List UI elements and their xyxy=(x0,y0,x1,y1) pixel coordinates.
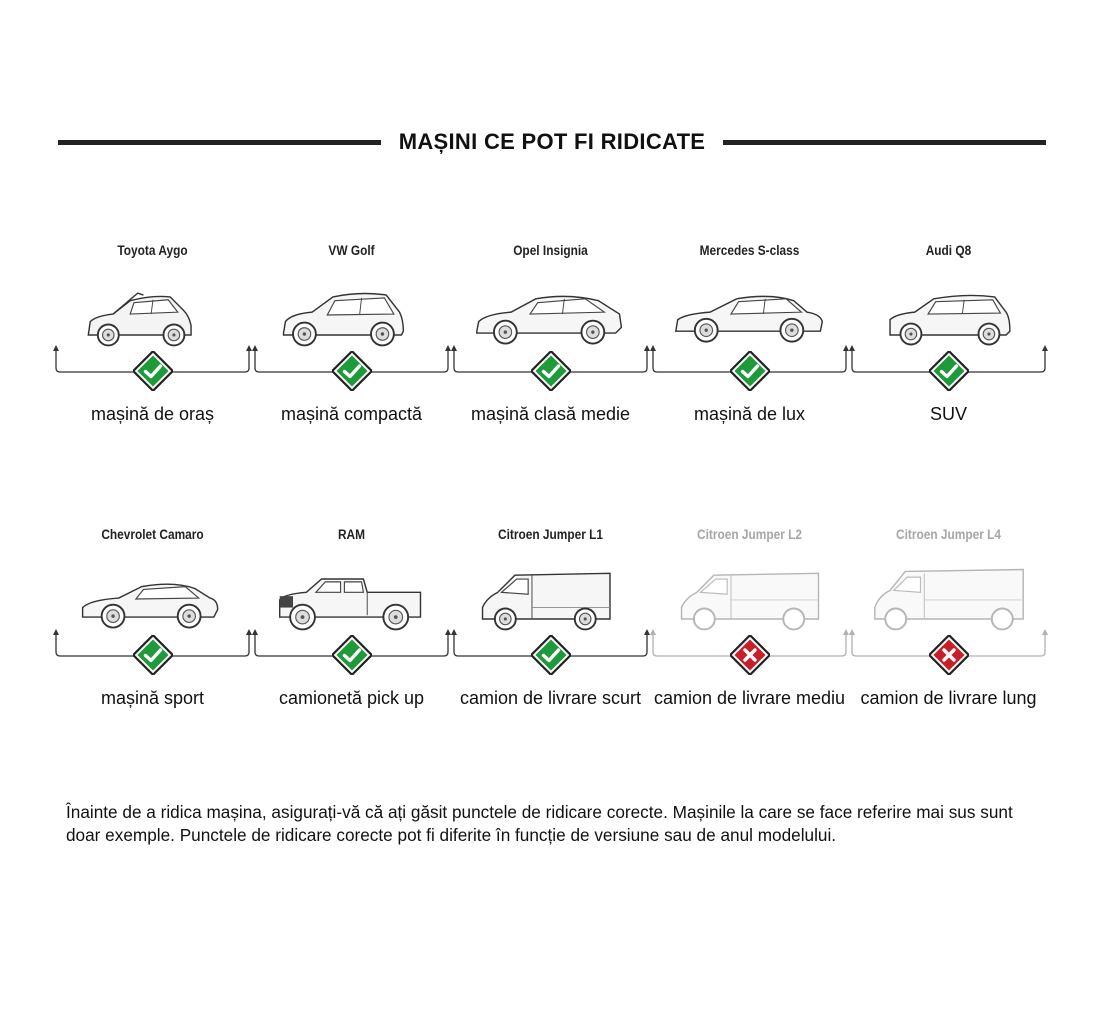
vehicle-model-name: Mercedes S-class xyxy=(699,243,800,258)
disclaimer-note: Înainte de a ridica mașina, asigurați-vă… xyxy=(66,802,1013,845)
vehicle-card: Toyota Aygo mașină de oraș xyxy=(53,238,252,438)
vehicle-card: Chevrolet Camaro mașină sport xyxy=(53,522,252,722)
vehicle-category-label: camion de livrare lung xyxy=(860,688,1037,708)
vehicle-model-name: Citroen Jumper L2 xyxy=(697,527,802,542)
check-icon xyxy=(531,351,571,391)
vehicle-category-label: mașină de oraș xyxy=(90,404,215,424)
vehicle-card: Citroen Jumper L4 camion de livrare lung xyxy=(849,522,1048,722)
cross-icon xyxy=(929,635,969,675)
vehicle-card: VW Golf mașină compactă xyxy=(252,238,451,438)
check-icon xyxy=(531,635,571,675)
pickup-icon xyxy=(278,578,422,631)
vehicle-model-name: Opel Insignia xyxy=(513,243,588,258)
vehicle-model-name: Chevrolet Camaro xyxy=(101,527,204,542)
vehicle-category-label: mașină sport xyxy=(100,688,205,708)
check-icon xyxy=(929,351,969,391)
vehicle-model-name: RAM xyxy=(337,527,366,542)
vehicle-model-name: VW Golf xyxy=(328,243,375,258)
vehicle-model-name: Citroen Jumper L1 xyxy=(498,527,603,542)
vehicle-card: Audi Q8 SUV xyxy=(849,238,1048,438)
hatchback-icon xyxy=(282,292,405,347)
check-icon xyxy=(332,351,372,391)
vehicle-category-label: mașină de lux xyxy=(693,404,806,424)
van-medium-icon xyxy=(680,572,820,631)
title-rule-left xyxy=(58,139,381,145)
check-icon xyxy=(730,351,770,391)
vehicle-card: RAM camionetă pick up xyxy=(252,522,451,722)
vehicle-card: Citroen Jumper L2 camion de livrare medi… xyxy=(650,522,849,722)
vehicle-card: Citroen Jumper L1 camion de livrare scur… xyxy=(451,522,650,722)
vehicle-model-name: Citroen Jumper L4 xyxy=(896,527,1001,542)
vehicle-category-label: mașină clasă medie xyxy=(470,404,631,424)
cross-icon xyxy=(730,635,770,675)
vehicle-model-name: Toyota Aygo xyxy=(117,243,188,258)
vehicle-category-label: camionetă pick up xyxy=(278,688,425,708)
check-icon xyxy=(133,351,173,391)
vehicle-category-label: camion de livrare scurt xyxy=(459,688,642,708)
page-title: MAȘINI CE POT FI RIDICATE xyxy=(398,129,706,154)
vehicle-category-label: SUV xyxy=(929,404,967,424)
title-rule-right xyxy=(723,139,1047,145)
vehicle-model-name: Audi Q8 xyxy=(925,243,972,258)
check-icon xyxy=(133,635,173,675)
liftback-icon xyxy=(476,295,623,345)
vehicle-category-label: camion de livrare mediu xyxy=(653,688,846,708)
coupe-icon xyxy=(81,583,219,629)
vehicle-card: Opel Insignia mașină clasă medie xyxy=(451,238,650,438)
hatchback-open-hood-icon xyxy=(87,292,192,347)
suv-icon xyxy=(889,294,1011,346)
sedan-icon xyxy=(674,295,824,343)
van-long-icon xyxy=(874,568,1024,631)
vehicle-card: Mercedes S-class mașină de lux xyxy=(650,238,849,438)
section-header: MAȘINI CE POT FI RIDICATE xyxy=(58,126,1047,158)
check-icon xyxy=(332,635,372,675)
van-short-icon xyxy=(481,572,611,631)
vehicle-category-label: mașină compactă xyxy=(280,404,423,424)
